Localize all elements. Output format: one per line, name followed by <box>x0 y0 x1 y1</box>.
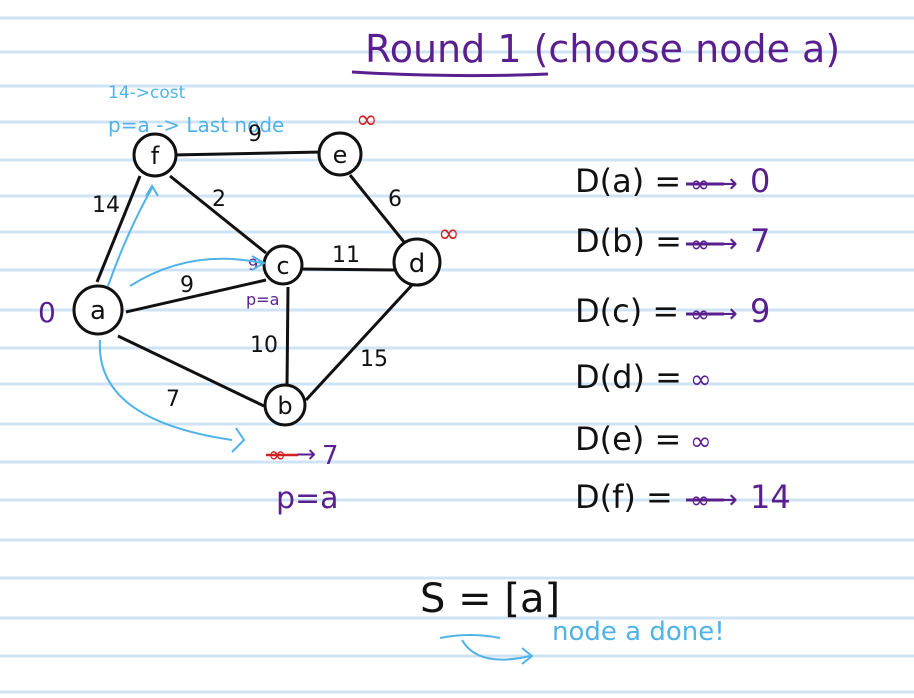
distance-label: D(d) = <box>575 358 682 396</box>
weight-f-c: 2 <box>212 187 226 212</box>
blue-arrows <box>98 184 534 665</box>
distance-new-value: 14 <box>750 478 791 516</box>
arrow-a-to-f <box>107 187 153 287</box>
node-a: a <box>72 284 124 336</box>
distance-new-value: 9 <box>750 292 770 330</box>
distance-label: D(a) = <box>575 162 681 200</box>
edge-a-b <box>117 334 265 408</box>
node-f-label: f <box>151 142 160 170</box>
edge-f-e <box>171 150 323 157</box>
edge-e-d <box>348 174 406 243</box>
weight-b-d: 15 <box>360 347 388 372</box>
distance-arrow: → <box>716 229 738 259</box>
arrow-a-to-c <box>129 257 263 287</box>
distance-label: D(e) = <box>575 420 681 458</box>
arrow-a-to-c-head <box>251 255 266 271</box>
node-d-label: d <box>409 249 426 279</box>
graph-edges <box>95 150 414 408</box>
edge-a-c <box>125 278 267 314</box>
edge-c-b <box>285 286 290 388</box>
distance-arrow: → <box>716 485 738 515</box>
node-c-distance: 9 <box>248 255 258 274</box>
weight-e-d: 6 <box>388 187 402 212</box>
title-underline <box>351 70 549 78</box>
weight-c-b: 10 <box>250 333 278 358</box>
arrow-to-note <box>461 639 531 661</box>
weight-c-d: 11 <box>332 243 360 268</box>
distance-new-value: ∞ <box>690 427 712 457</box>
arrow-a-to-f-head <box>145 184 159 197</box>
edge-c-d <box>299 267 399 272</box>
edge-b-d <box>304 283 414 402</box>
node-b-parent: p=a <box>276 481 339 516</box>
done-note: node a done! <box>552 617 725 647</box>
set-underline <box>439 634 501 639</box>
weight-a-b: 7 <box>166 387 180 412</box>
node-a-distance: 0 <box>38 296 56 329</box>
distance-new-value: ∞ <box>690 365 712 395</box>
edge-weights: 9 14 2 6 11 9 10 7 15 <box>92 122 402 412</box>
node-e-distance: ∞ <box>356 105 378 135</box>
arrow-to-note-head <box>521 647 534 665</box>
legend-last-node: p=a -> Last node <box>108 113 284 137</box>
node-d-distance: ∞ <box>438 219 460 249</box>
weight-a-f: 14 <box>92 193 120 218</box>
legend-cost: 14->cost <box>108 83 186 103</box>
node-a-label: a <box>90 296 106 326</box>
node-b: b <box>263 383 307 427</box>
edge-a-f <box>95 175 142 283</box>
arrow-a-to-b-head <box>231 427 246 453</box>
weight-f-e: 9 <box>248 122 262 147</box>
node-b-new-distance: 7 <box>322 441 339 471</box>
graph-nodes: f e c d a b <box>72 131 442 427</box>
node-f: f <box>132 132 178 178</box>
node-c: c <box>262 244 304 286</box>
node-e-label: e <box>333 141 348 169</box>
distance-table: D(a) =∞→0D(b) =∞→7D(c) =∞→9D(d) =∞D(e) =… <box>575 162 791 516</box>
svg-text:→: → <box>296 440 316 468</box>
distance-new-value: 0 <box>750 162 770 200</box>
distance-label: D(b) = <box>575 222 682 260</box>
distance-label: D(f) = <box>575 478 673 516</box>
node-c-parent: p=a <box>246 290 279 309</box>
arrow-a-to-b <box>98 339 233 441</box>
weight-a-c: 9 <box>180 273 194 298</box>
distance-label: D(c) = <box>575 292 679 330</box>
node-d: d <box>392 237 442 287</box>
visited-set: S = [a] <box>420 576 560 622</box>
distance-new-value: 7 <box>750 222 770 260</box>
paper-rule-lines <box>0 16 914 694</box>
edge-f-c <box>169 174 267 255</box>
node-b-label: b <box>277 392 292 420</box>
page-title: Round 1 (choose node a) <box>365 27 840 71</box>
distance-arrow: → <box>716 169 738 199</box>
node-e: e <box>317 131 363 177</box>
distance-arrow: → <box>716 299 738 329</box>
node-c-label: c <box>276 252 289 280</box>
